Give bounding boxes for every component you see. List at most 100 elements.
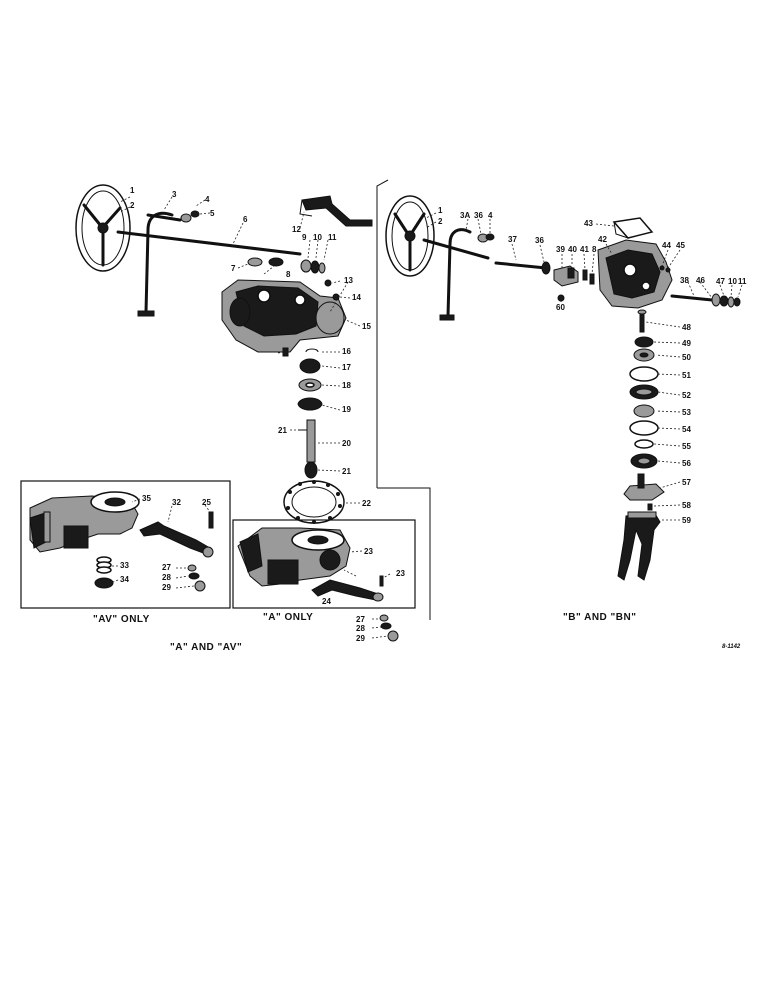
callout-right-13: 44 (662, 241, 671, 250)
caption-a-only: "A" ONLY (263, 612, 313, 623)
part-9 (300, 259, 312, 273)
part-28-av (188, 572, 200, 580)
caption-b-and-bn: "B" AND "BN" (563, 612, 636, 623)
steering-housing-left (221, 279, 347, 353)
spring-33 (96, 556, 112, 574)
part-27-a (379, 614, 389, 622)
callout-left-20: 21 (278, 426, 287, 435)
callout-right-17: 47 (716, 277, 725, 286)
callout-left-9: 10 (313, 233, 322, 242)
callout-av-7: 29 (162, 583, 171, 592)
callout-right-14: 45 (676, 241, 685, 250)
callout-right-12: 43 (584, 219, 593, 228)
bolt-25-a (379, 575, 384, 587)
part-4-left (180, 213, 192, 223)
callout-left-17: 18 (342, 381, 351, 390)
part-59-fork (617, 511, 661, 581)
callout-left-19: 20 (342, 439, 351, 448)
arm-32 (139, 521, 214, 558)
part-5-left (190, 210, 200, 218)
callout-left-1: 2 (130, 201, 135, 210)
av-only-box: 35 32 25 33 34 27 28 29 (20, 480, 231, 609)
part-8-right (589, 273, 595, 285)
group-divider (376, 179, 389, 488)
shaft-bracket-right (439, 228, 472, 321)
callout-left-22: 22 (362, 499, 371, 508)
callout-left-4: 5 (210, 209, 215, 218)
callout-left-10: 11 (328, 233, 337, 242)
callout-right-20: 60 (556, 303, 565, 312)
callout-right-23: 50 (682, 353, 691, 362)
part-29-a (387, 630, 399, 642)
callout-right-16: 46 (696, 276, 705, 285)
callout-right-26: 53 (682, 408, 691, 417)
right-vertical-stack (617, 309, 665, 581)
callout-left-7: 8 (286, 270, 291, 279)
part-58 (647, 503, 653, 511)
callout-left-18: 19 (342, 405, 351, 414)
callout-left-14: 15 (362, 322, 371, 331)
part-49 (634, 336, 654, 348)
rod-38 (670, 294, 714, 302)
callout-av-4: 34 (120, 575, 129, 584)
caption-a-and-av: "A" AND "AV" (170, 642, 242, 653)
part-11 (318, 262, 326, 274)
callout-right-22: 49 (682, 339, 691, 348)
part-48 (639, 311, 645, 333)
a-only-box: 23 24 23 27 28 29 (232, 519, 416, 643)
callout-left-11: 12 (292, 225, 301, 234)
part-27-av (187, 564, 197, 572)
drawing-code: 8-1142 (722, 644, 741, 650)
callout-right-28: 55 (682, 442, 691, 451)
callout-a-2: 23 (396, 569, 405, 578)
callout-right-24: 51 (682, 371, 691, 380)
part-43-cover (612, 217, 654, 239)
bolt-25-av (208, 511, 214, 529)
part-44 (659, 265, 665, 271)
part-53 (633, 404, 655, 418)
callout-right-19: 11 (738, 277, 747, 286)
part-14 (332, 293, 340, 301)
callout-av-6: 28 (162, 573, 171, 582)
part-4-right (485, 233, 495, 241)
callout-left-0: 1 (130, 186, 135, 195)
part-10 (310, 260, 320, 274)
part-47 (719, 295, 729, 307)
callout-right-10: 8 (592, 245, 597, 254)
steering-housing-right (597, 239, 673, 309)
left-leader-lines (119, 196, 361, 504)
callout-left-16: 17 (342, 363, 351, 372)
part-29-av (194, 580, 206, 592)
right-steering-assembly: 1 2 3A 36 4 37 36 39 40 41 8 42 43 44 45… (385, 195, 747, 581)
right-leader-lines (425, 212, 743, 521)
callout-right-7: 39 (556, 245, 565, 254)
callout-right-21: 48 (682, 323, 691, 332)
steering-shaft-right (422, 238, 490, 260)
callout-a-1: 24 (322, 597, 331, 606)
callout-left-5: 6 (243, 215, 248, 224)
callout-right-6: 36 (535, 236, 544, 245)
callout-right-5: 37 (508, 235, 517, 244)
callout-right-25: 52 (682, 391, 691, 400)
callout-right-31: 58 (682, 501, 691, 510)
callout-right-3: 36 (474, 211, 483, 220)
shaft-bracket-left (137, 211, 182, 317)
callout-left-15: 16 (342, 347, 351, 356)
knuckle-35 (29, 491, 140, 553)
arm-24 (311, 579, 384, 602)
callout-left-12: 13 (344, 276, 353, 285)
callout-right-32: 59 (682, 516, 691, 525)
callout-av-0: 35 (142, 494, 151, 503)
callout-right-27: 54 (682, 425, 691, 434)
part-8 (268, 257, 284, 267)
part-55 (634, 439, 654, 449)
callout-a-4: 28 (356, 624, 365, 633)
part-39-40 (553, 265, 579, 287)
part-51 (629, 366, 659, 382)
part-10-right (727, 296, 735, 308)
part-12-lever (299, 195, 373, 227)
gasket-22 (283, 480, 345, 524)
group-divider-lower (377, 487, 431, 620)
cap-34 (94, 577, 114, 589)
part-36-b (541, 261, 551, 275)
